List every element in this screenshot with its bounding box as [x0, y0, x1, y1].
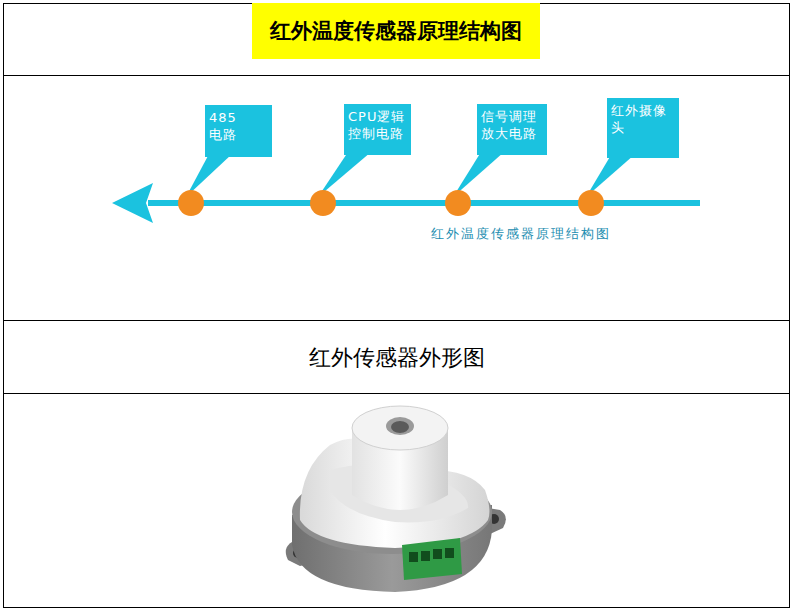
section-heading: 红外传感器外形图 — [309, 343, 485, 373]
flow-line — [148, 200, 700, 206]
callout-text: 485 电路 — [209, 109, 249, 143]
callout-pointer — [318, 152, 371, 197]
callout-pointer — [453, 152, 504, 197]
table-border — [4, 4, 790, 608]
table-rule — [3, 393, 790, 394]
arrow-head — [112, 183, 153, 223]
diagram-subtitle: 红外温度传感器原理结构图 — [431, 225, 611, 243]
flow-dot — [310, 190, 336, 216]
callout-box: 信号调理放大电路 — [477, 104, 547, 155]
table-rule — [3, 320, 790, 321]
callout-box: CPU逻辑控制电路 — [344, 104, 411, 155]
flow-dot — [178, 190, 204, 216]
callout-box: 红外摄像头 — [607, 98, 679, 158]
title-highlight: 红外温度传感器原理结构图 — [252, 3, 540, 59]
sensor-illustration — [286, 406, 506, 592]
callout-text: 红外摄像头 — [611, 102, 675, 136]
flow-dot — [578, 190, 604, 216]
flow-dot — [445, 190, 471, 216]
callout-text: 信号调理放大电路 — [481, 108, 543, 142]
callout-text: CPU逻辑控制电路 — [348, 108, 410, 142]
callout-box: 485 电路 — [205, 105, 272, 157]
diagram-title: 红外温度传感器原理结构图 — [270, 17, 522, 45]
table-rule — [3, 75, 790, 76]
